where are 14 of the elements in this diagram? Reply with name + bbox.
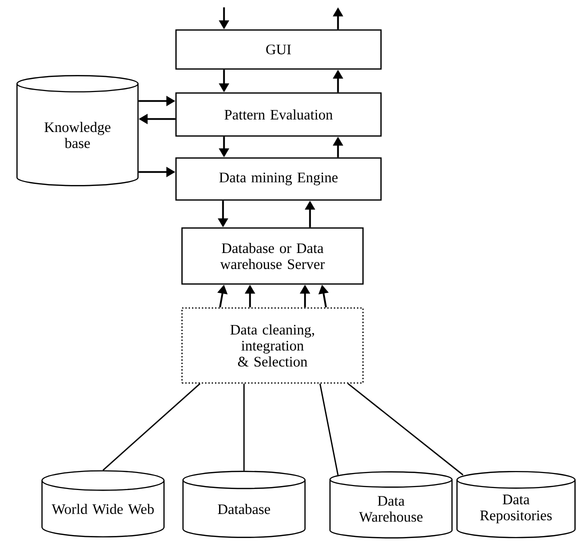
process-box: Database or Data warehouse Server: [181, 227, 364, 285]
process-box: Data mining Engine: [175, 157, 382, 201]
process-box: GUI: [175, 29, 382, 70]
process-box: Pattern Evaluation: [175, 92, 382, 137]
database-cylinder: Data Warehouse: [329, 471, 453, 538]
process-box: Data cleaning, integration & Selection: [181, 307, 364, 384]
connector-line: [102, 383, 200, 471]
database-cylinder: World Wide Web: [41, 470, 165, 538]
connector-line: [243, 384, 245, 471]
database-cylinder: Data Repositories: [456, 470, 576, 538]
database-cylinder: Database: [182, 470, 306, 538]
connector-line: [348, 383, 464, 476]
connector-line: [319, 384, 339, 476]
database-cylinder: Knowledge base: [16, 75, 139, 186]
